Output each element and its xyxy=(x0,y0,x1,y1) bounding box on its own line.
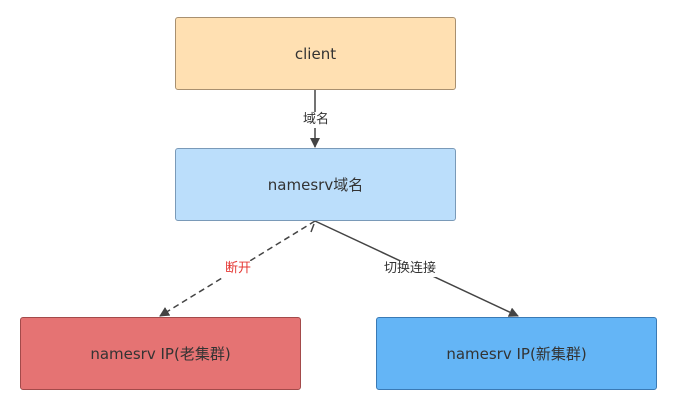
namesrv-domain-node-label: namesrv域名 xyxy=(267,176,364,194)
edge-label-domain: 域名 xyxy=(301,112,332,128)
namesrv-domain-node: namesrv域名 xyxy=(175,148,456,221)
namesrv-old-cluster-node-label: namesrv IP(老集群) xyxy=(90,345,231,363)
namesrv-new-cluster-node-label: namesrv IP(新集群) xyxy=(446,345,587,363)
namesrv-old-cluster-node: namesrv IP(老集群) xyxy=(20,317,301,390)
namesrv-new-cluster-node: namesrv IP(新集群) xyxy=(376,317,657,390)
client-node: client xyxy=(175,17,456,90)
edge-break-mark xyxy=(310,223,315,233)
edge-label-disconnect: 断开 xyxy=(223,261,254,277)
edge-label-switch: 切换连接 xyxy=(382,261,439,277)
client-node-label: client xyxy=(294,44,337,63)
